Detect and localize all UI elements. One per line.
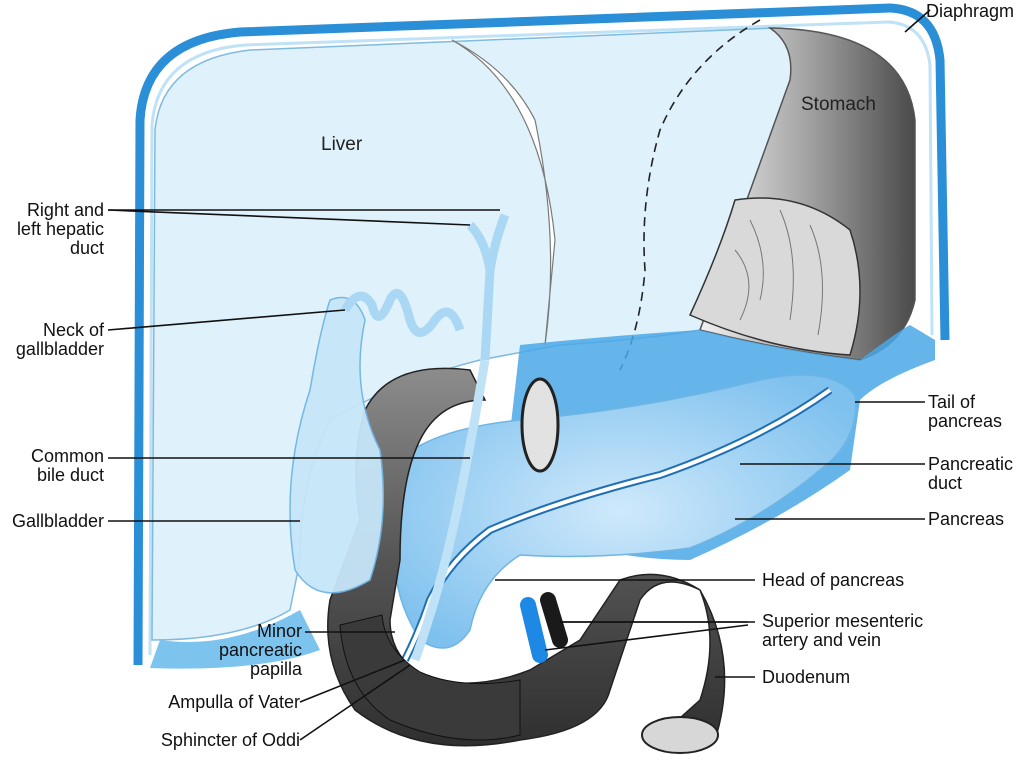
stomach-dashed-outline	[619, 19, 761, 371]
label-sphincter: Sphincter of Oddi	[160, 730, 300, 750]
cystic-duct	[341, 288, 465, 337]
liver-label: Liver	[321, 134, 363, 155]
gallbladder-shape	[289, 296, 385, 594]
label-neck-gallbladder: Neck of gallbladder	[15, 320, 104, 359]
label-gallbladder: Gallbladder	[11, 511, 104, 531]
label-diaphragm: Diaphragm	[926, 1, 1015, 21]
stomach-label: Stomach	[801, 94, 876, 115]
mesenteric-vein	[540, 592, 568, 648]
label-pancreatic-duct: Pancreatic duct	[928, 454, 1014, 493]
diaphragm-inner-edge	[148, 20, 934, 656]
hepatic-duct-shape	[466, 213, 510, 361]
pancreatic-duct-lumen	[403, 388, 832, 661]
label-mesenteric: Superior mesenteric artery and vein	[762, 611, 924, 650]
label-head-pancreas: Head of pancreas	[762, 570, 905, 590]
label-hepatic-duct: Right and left hepatic duct	[16, 200, 104, 258]
label-minor-papilla: Minor pancreatic papilla	[218, 621, 302, 679]
duodenum-shape	[327, 367, 726, 753]
stomach-rugae	[734, 209, 823, 336]
label-ampulla: Ampulla of Vater	[168, 692, 300, 712]
leader-lines	[107, 9, 931, 741]
label-tail-pancreas: Tail of pancreas	[928, 392, 1003, 431]
duodenum-opening	[641, 716, 719, 754]
stomach-interior	[688, 197, 861, 356]
falciform-ligament	[451, 39, 556, 346]
liver-underside	[150, 610, 320, 669]
label-common-bile-duct: Common bile duct	[30, 446, 104, 485]
diaphragm-outline	[133, 3, 950, 666]
label-duodenum: Duodenum	[762, 667, 851, 687]
common-bile-duct-shape	[410, 359, 490, 662]
mesenteric-artery	[520, 597, 548, 663]
pylorus-opening	[520, 377, 560, 473]
liver-shape	[151, 27, 794, 641]
label-pancreas: Pancreas	[928, 509, 1005, 529]
